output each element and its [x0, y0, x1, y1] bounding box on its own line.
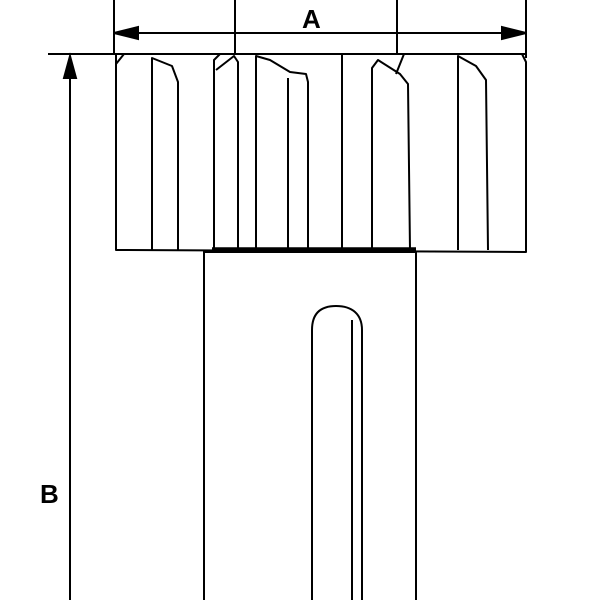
- shaft-outline: [203, 251, 417, 600]
- dimension-b-label: B: [40, 479, 59, 509]
- shaft: [203, 251, 417, 600]
- dimension-b-arrow-top: [62, 52, 78, 79]
- gear-tooth-5: [255, 55, 309, 250]
- gear-tooth-1: [115, 53, 125, 65]
- dimension-a-arrow-left: [113, 25, 139, 41]
- gear-head: [115, 53, 527, 253]
- gear-tooth-10: [457, 55, 489, 251]
- dimension-a-arrow-right: [501, 25, 527, 41]
- gear-head-outline: [115, 53, 527, 253]
- gear-tooth-4: [215, 55, 239, 250]
- gear-tooth-8: [371, 59, 411, 251]
- gear-tooth-2: [151, 57, 179, 250]
- dimension-a: [113, 0, 527, 58]
- gear-tooth-9: [395, 53, 405, 75]
- dimension-a-label: A: [302, 4, 321, 34]
- dimension-b: [48, 52, 526, 600]
- shaft-slot: [311, 304, 363, 600]
- gear-tooth-3: [213, 53, 221, 250]
